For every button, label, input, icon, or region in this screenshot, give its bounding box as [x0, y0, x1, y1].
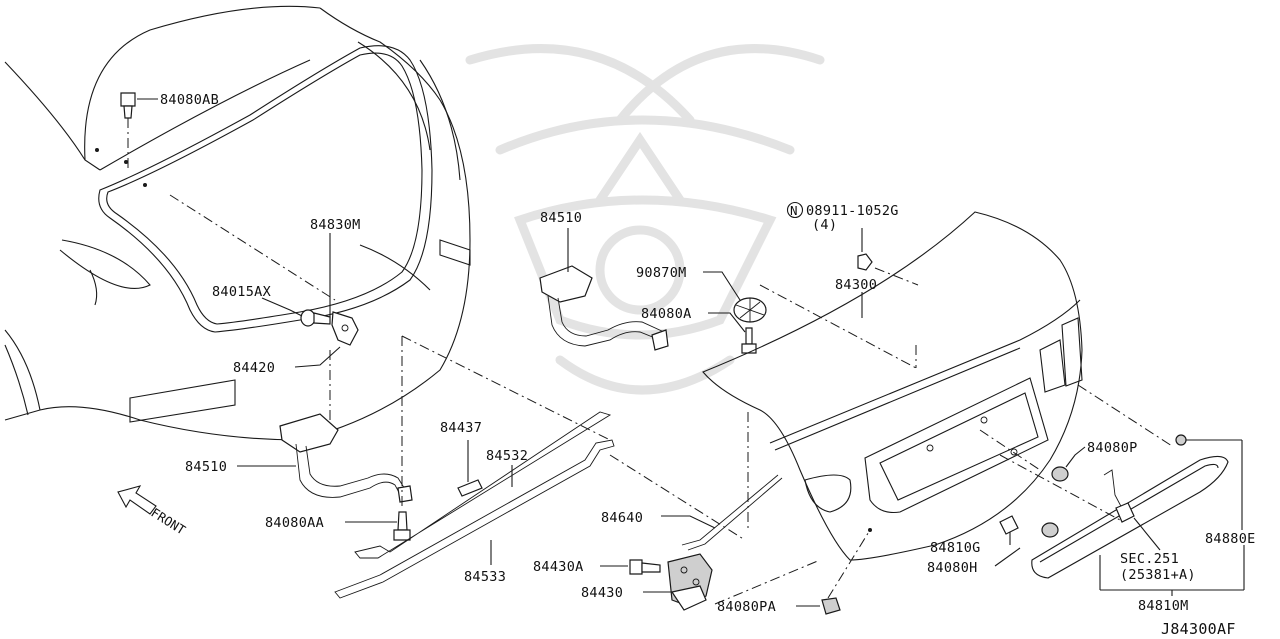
callout-sec251: SEC.251	[1120, 551, 1179, 567]
bumper-84080PA	[821, 597, 841, 615]
callout-84640: 84640	[601, 510, 643, 526]
callout-sec251-ref: (25381+A)	[1120, 567, 1196, 583]
leader-dashed	[401, 335, 611, 441]
front-arrow-icon	[117, 485, 157, 515]
clip-84810G	[999, 515, 1019, 535]
callout-90870M: 90870M	[636, 265, 687, 281]
leader-dashed	[714, 559, 821, 605]
bolt-84015AX	[300, 309, 331, 327]
callout-84080PA: 84080PA	[717, 599, 776, 615]
bolt-84080AA	[393, 511, 411, 541]
callout-84080AB: 84080AB	[160, 92, 219, 108]
hinge-84510-left	[279, 413, 413, 503]
bracket-84420	[331, 311, 359, 346]
leader-dashed	[609, 454, 746, 541]
callout-84080P: 84080P	[1087, 440, 1138, 456]
bolt-84430A	[629, 559, 661, 575]
callout-84420: 84420	[233, 360, 275, 376]
grommet-90870M	[733, 297, 767, 323]
clip-84437	[457, 440, 483, 497]
car-body	[4, 5, 471, 441]
callout-84300: 84300	[835, 277, 877, 293]
leader-84420	[294, 346, 341, 368]
callout-08911-qty: (4)	[812, 217, 837, 233]
leader-dashed	[827, 529, 871, 599]
callout-84510-center: 84510	[540, 210, 582, 226]
rod-84532	[354, 411, 612, 559]
bolt-84080A	[741, 327, 757, 354]
callout-08911-1052G: 08911-1052G	[806, 203, 899, 219]
callout-84810G: 84810G	[930, 540, 981, 556]
finisher-84810M	[1031, 455, 1229, 579]
cable-84640	[681, 474, 783, 551]
leader-84080P	[1065, 446, 1086, 468]
callout-84810M: 84810M	[1138, 598, 1189, 614]
leader-dashed	[759, 284, 917, 369]
callout-84533: 84533	[464, 569, 506, 585]
callout-84080AA: 84080AA	[265, 515, 324, 531]
callout-84532: 84532	[486, 448, 528, 464]
leader-84640	[661, 515, 716, 529]
lock-84430	[667, 553, 713, 611]
leader-sec251	[1133, 517, 1161, 551]
callout-84830M: 84830M	[310, 217, 361, 233]
watermark-emblem	[465, 44, 825, 395]
rod-84533	[334, 439, 615, 599]
callout-84430A: 84430A	[533, 559, 584, 575]
callout-84430: 84430	[581, 585, 623, 601]
stopper-84080P	[1041, 466, 1069, 538]
leader-dashed	[169, 194, 336, 301]
trunk-lid-84300	[702, 211, 1083, 561]
bolt-84080AB	[120, 92, 158, 170]
n-symbol-circle	[786, 201, 804, 219]
hinge-84510-center	[539, 265, 669, 351]
leader-dashed	[1077, 384, 1173, 447]
front-label: FRONT	[148, 505, 188, 538]
callout-84080A: 84080A	[641, 306, 692, 322]
leader-dashed	[874, 267, 919, 286]
leader-dashed	[999, 454, 1121, 521]
callout-08911-prefix: N	[790, 203, 798, 218]
callout-84080H: 84080H	[927, 560, 978, 576]
leader-84080H	[994, 547, 1021, 567]
diagram-code: J84300AF	[1161, 620, 1236, 638]
leader-dashed	[979, 429, 1041, 471]
leader-84080A	[708, 312, 746, 333]
nut-08911-1052G	[857, 228, 873, 271]
callout-84015AX: 84015AX	[212, 284, 271, 300]
callout-84510-left: 84510	[185, 459, 227, 475]
leader-84015AX	[261, 297, 303, 317]
callout-84880E: 84880E	[1205, 531, 1256, 547]
screw-84880E	[1175, 434, 1243, 530]
leader-90870M	[703, 271, 741, 301]
callout-84437: 84437	[440, 420, 482, 436]
